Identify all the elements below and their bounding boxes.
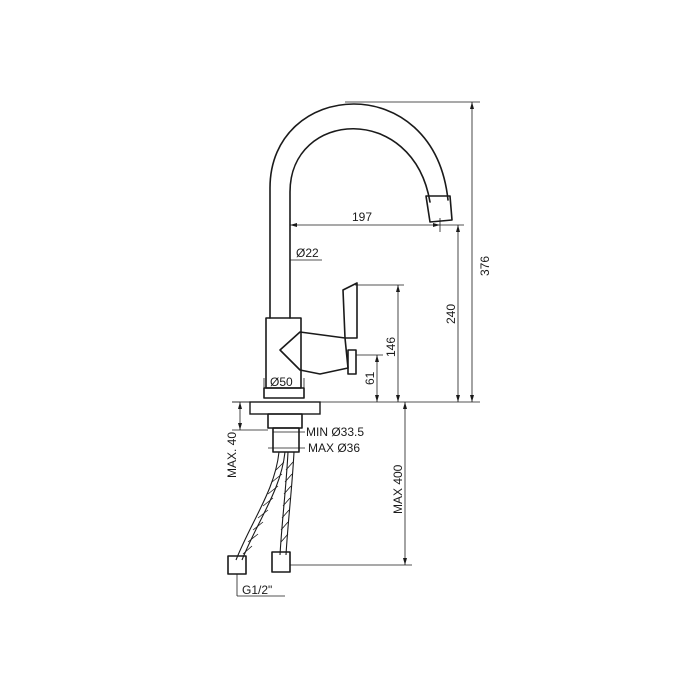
faucet-outline [249,103,453,453]
dimension-lines [232,101,480,597]
dim-thread: G1/2" [242,583,272,597]
dim-lever-height: 146 [384,337,398,357]
dim-reach: 197 [352,210,372,224]
dim-hole-min: MIN Ø33.5 [306,425,364,439]
dim-hose-length: MAX 400 [391,464,405,514]
lever-handle [342,282,358,339]
shank [272,427,300,453]
shank-nut [267,413,303,429]
spout-inner [289,127,431,319]
dim-body-height: 61 [363,371,377,385]
base-ring [263,387,305,399]
dim-spout-height: 240 [444,304,458,324]
dim-total-height: 376 [478,256,492,276]
spout-nozzle [425,195,453,223]
lever-cap [347,349,357,375]
dim-deck-thickness: MAX. 40 [225,432,239,478]
dim-hole-max: MAX Ø36 [308,441,360,455]
dim-base-diameter: Ø50 [270,375,293,389]
hose-fitting-right [271,551,291,573]
deck-plate [249,401,321,415]
spout-outer [269,103,449,319]
dimension-arrows [238,102,474,565]
lever-joint [279,331,349,375]
dim-spout-diameter: Ø22 [296,246,319,260]
flexible-hoses [227,451,295,575]
